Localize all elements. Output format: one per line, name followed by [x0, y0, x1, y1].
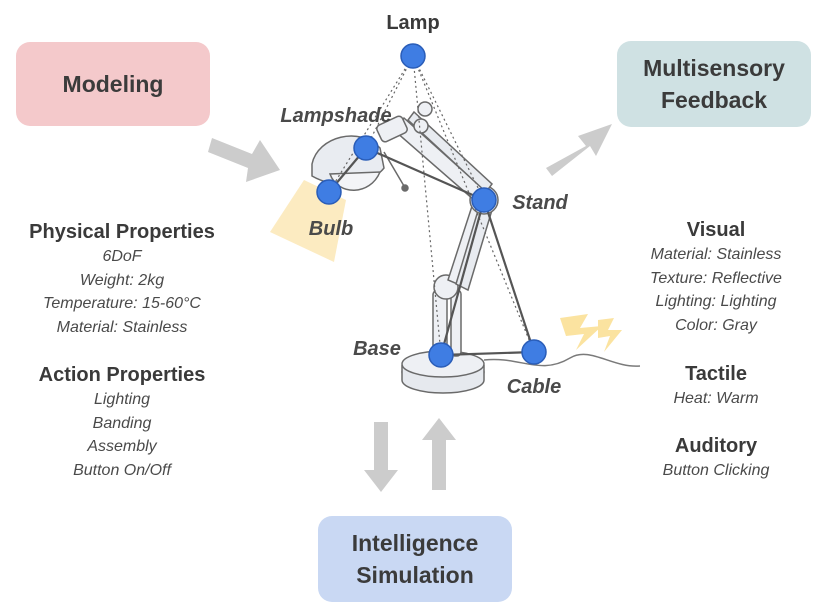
node-bulb: [316, 179, 342, 205]
arrow-lamp-to-feedback: [546, 124, 612, 176]
tactile-group: Tactile Heat: Warm: [616, 362, 816, 411]
auditory-title: Auditory: [674, 435, 758, 457]
cable-wire: [483, 353, 641, 367]
physical-item: Weight: 2kg: [79, 271, 165, 289]
physical-item: 6DoF: [102, 248, 142, 265]
label-base: Base: [353, 338, 401, 360]
visual-item: Texture: Reflective: [650, 269, 782, 287]
node-base: [428, 342, 454, 368]
feedback-label-line1: Multisensory: [643, 55, 785, 81]
relation-edges: [328, 146, 536, 357]
auditory-item: Button Clicking: [662, 462, 770, 479]
visual-item: Material: Stainless: [650, 246, 782, 263]
arrow-up: [422, 418, 456, 490]
physical-properties-title: Physical Properties: [29, 221, 215, 243]
label-lamp: Lamp: [386, 12, 439, 34]
action-item: Lighting: [93, 391, 151, 408]
visual-group: Visual Material: Stainless Texture: Refl…: [616, 218, 816, 337]
tactile-title: Tactile: [685, 363, 747, 385]
auditory-group: Auditory Button Clicking: [616, 434, 816, 483]
feedback-label-line2: Feedback: [660, 87, 768, 113]
hierarchy-edges: [328, 55, 535, 356]
label-cable: Cable: [507, 376, 561, 398]
visual-title: Visual: [686, 219, 746, 241]
sim-label-line1: Intelligence: [351, 530, 479, 556]
label-stand: Stand: [512, 192, 568, 214]
node-cable: [521, 339, 547, 365]
modeling-box: Modeling: [16, 42, 210, 126]
modeling-label: Modeling: [62, 71, 164, 97]
lightning-icon-2: [598, 318, 622, 352]
action-item: Button On/Off: [73, 461, 171, 479]
node-lamp: [400, 43, 426, 69]
action-item: Assembly: [87, 438, 157, 455]
action-properties-group: Action Properties Lighting Banding Assem…: [0, 363, 244, 482]
label-bulb: Bulb: [309, 218, 353, 240]
visual-item: Color: Gray: [675, 316, 757, 334]
action-properties-title: Action Properties: [38, 364, 206, 386]
label-lampshade: Lampshade: [280, 105, 391, 127]
intelligence-simulation-box: Intelligence Simulation: [318, 516, 512, 602]
action-item: Banding: [92, 414, 152, 432]
multisensory-feedback-box: Multisensory Feedback: [617, 41, 811, 127]
lightning-icon: [560, 314, 602, 350]
physical-item: Temperature: 15-60°C: [43, 295, 201, 312]
visual-item: Lighting: Lighting: [655, 293, 777, 310]
arrow-down: [364, 422, 398, 492]
sim-label-line2: Simulation: [356, 562, 474, 588]
tactile-item: Heat: Warm: [673, 390, 759, 407]
node-stand: [471, 187, 497, 213]
physical-item: Material: Stainless: [56, 318, 188, 336]
arrow-modeling-to-lamp: [208, 138, 280, 182]
node-lampshade: [353, 135, 379, 161]
physical-properties-group: Physical Properties 6DoF Weight: 2kg Tem…: [0, 220, 244, 339]
